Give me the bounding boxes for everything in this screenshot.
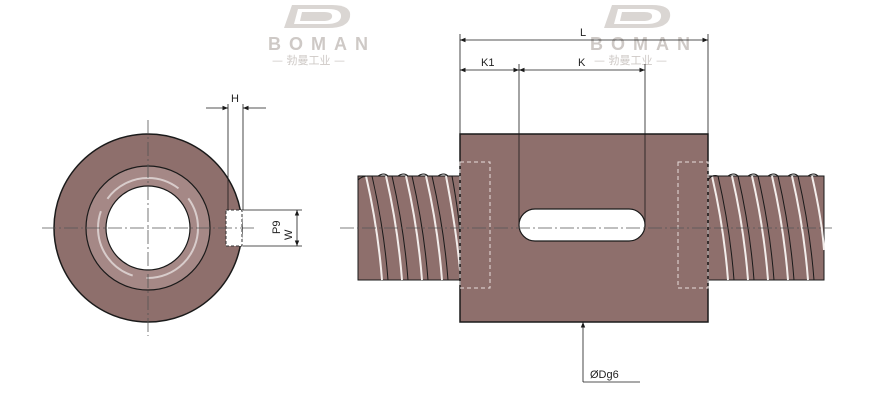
watermark-brand-2: BOMAN bbox=[590, 34, 690, 54]
dim-h-label: H bbox=[231, 93, 239, 105]
keyway-slot-side bbox=[518, 208, 646, 242]
dim-p9-label: P9 bbox=[271, 221, 283, 234]
watermark-logo-right: BOMAN — 勃曼工业 — bbox=[590, 5, 690, 67]
end-view: H P9 W bbox=[42, 93, 302, 336]
watermark-logo-left: BOMAN — 勃曼工业 — bbox=[268, 5, 368, 67]
dim-l-label: L bbox=[580, 27, 586, 39]
watermark-subtitle-2: — 勃曼工业 — bbox=[594, 54, 667, 67]
dim-k-label: K bbox=[578, 57, 586, 69]
screw-shaft-right bbox=[707, 173, 825, 281]
hidden-bore-left bbox=[459, 161, 491, 289]
watermark-brand: BOMAN bbox=[268, 34, 368, 54]
dim-k1-label: K1 bbox=[481, 57, 494, 69]
side-view: L K1 K ØDg6 bbox=[340, 27, 832, 383]
watermark-subtitle: — 勃曼工业 — bbox=[272, 54, 345, 67]
screw-shaft-left bbox=[357, 173, 461, 281]
dim-w-label: W bbox=[283, 229, 295, 240]
hidden-bore-right bbox=[677, 161, 709, 289]
dim-dg6-label: ØDg6 bbox=[590, 369, 619, 381]
